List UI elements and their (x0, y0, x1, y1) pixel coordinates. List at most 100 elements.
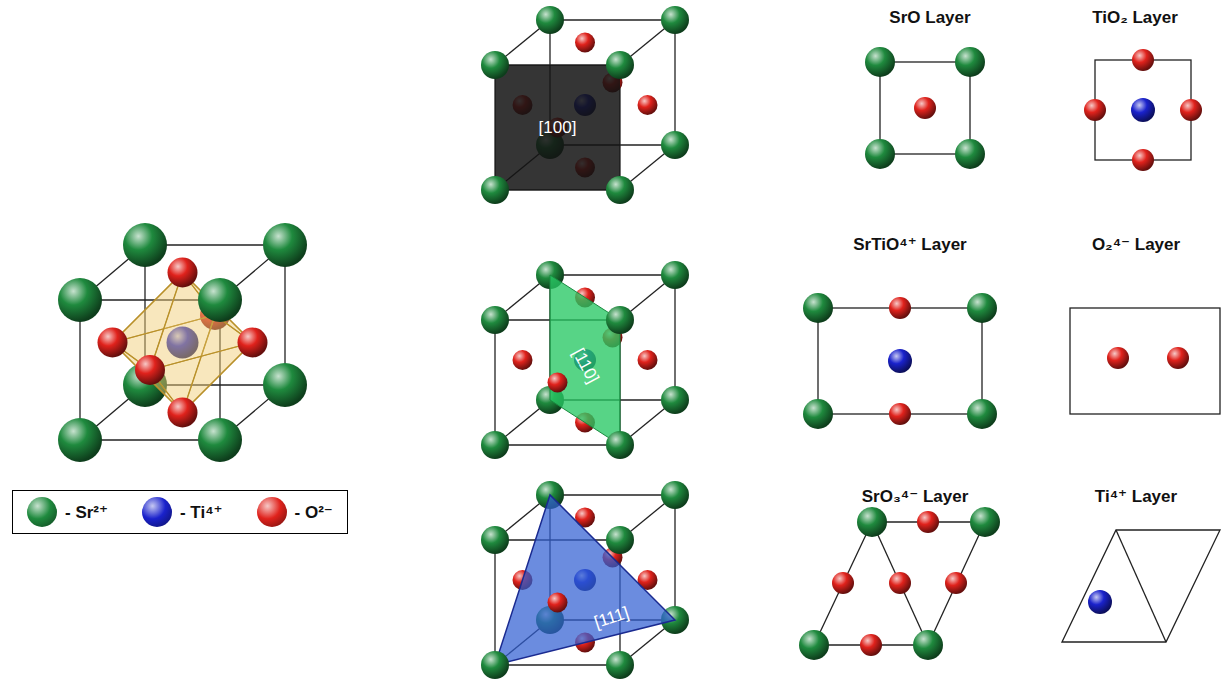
o-atom (832, 572, 854, 594)
cell-edge (550, 494, 675, 495)
o-atom (945, 572, 967, 594)
sr-atom (803, 293, 833, 323)
sr-atom (481, 651, 509, 679)
o-atom (548, 373, 568, 393)
legend-swatch (142, 497, 172, 527)
o-atom (889, 403, 911, 425)
sr-atom (913, 630, 943, 660)
legend-item: - O²⁻ (257, 497, 333, 527)
o-atom (638, 95, 658, 115)
layer-outline (1062, 530, 1220, 642)
unit-cell (58, 223, 307, 462)
plane-110 (550, 275, 620, 445)
o-atom (98, 328, 128, 358)
layer-panel: SrO₃⁴⁻ Layer (795, 484, 1035, 506)
o-atom (1084, 99, 1106, 121)
sr-atom (967, 399, 997, 429)
sr-atom (865, 139, 895, 169)
o-atom (168, 258, 198, 288)
legend-text: - Ti⁴⁺ (180, 502, 223, 523)
layer-outline (880, 62, 970, 154)
sr-atom (955, 47, 985, 77)
sr-atom (857, 507, 887, 537)
layer-title: SrO Layer (889, 8, 970, 28)
o-atom (889, 297, 911, 319)
o-atom (1180, 99, 1202, 121)
sr-atom (481, 526, 509, 554)
legend-swatch (27, 497, 57, 527)
sr-atom (481, 176, 509, 204)
ti-atom (888, 349, 912, 373)
cell-edge (550, 274, 675, 275)
legend-item: - Ti⁴⁺ (142, 497, 223, 527)
sr-atom (58, 418, 102, 462)
sr-atom (481, 51, 509, 79)
layer-drawing (1070, 308, 1220, 414)
plane-100 (495, 65, 620, 190)
sr-atom (606, 431, 634, 459)
sr-atom (803, 399, 833, 429)
legend-text: - O²⁻ (295, 502, 333, 523)
sr-atom (198, 418, 242, 462)
sr-atom (967, 293, 997, 323)
layer-drawing (803, 293, 997, 429)
sr-atom (606, 51, 634, 79)
ti-atom (1131, 98, 1155, 122)
o-atom (238, 328, 268, 358)
sr-atom (123, 223, 167, 267)
octahedron-face (150, 273, 253, 371)
layer-outline (1095, 60, 1191, 160)
cell-edge (674, 20, 675, 145)
layer-drawing (1084, 49, 1202, 171)
sr-atom (661, 131, 689, 159)
cell-edge (550, 19, 675, 20)
cell-edge (674, 275, 675, 400)
plane-label: [100] (539, 118, 577, 138)
sr-atom (606, 651, 634, 679)
sr-atom (606, 176, 634, 204)
layer-title: SrTiO⁴⁺ Layer (853, 234, 966, 255)
sr-atom (606, 526, 634, 554)
o-atom (1132, 149, 1154, 171)
o-atom (860, 634, 882, 656)
o-atom (548, 593, 568, 613)
o-atom (1167, 347, 1189, 369)
layer-title: O₂⁴⁻ Layer (1092, 234, 1180, 255)
layer-title: SrO₃⁴⁻ Layer (862, 486, 969, 507)
plane-111 (495, 495, 675, 665)
sr-atom (263, 223, 307, 267)
sr-atom (198, 278, 242, 322)
ti-atom (1088, 590, 1112, 614)
sr-atom (263, 363, 307, 407)
layer-outline (818, 308, 982, 414)
o-atom (1132, 49, 1154, 71)
sr-atom (865, 47, 895, 77)
layer-panel: TiO₂ Layer (1050, 6, 1220, 52)
cell-edge (495, 664, 620, 665)
unit-cell (481, 261, 689, 459)
o-atom (135, 355, 165, 385)
unit-cell (481, 481, 689, 679)
o-atom (1107, 347, 1129, 369)
sr-atom (661, 386, 689, 414)
cell-edge (674, 495, 675, 620)
layer-panel: SrTiO⁴⁺ Layer (795, 232, 1025, 282)
sr-atom (970, 507, 1000, 537)
legend-text: - Sr²⁺ (65, 502, 108, 523)
sr-atom (606, 306, 634, 334)
legend-swatch (257, 497, 287, 527)
o-atom (917, 511, 939, 533)
legend-box: - Sr²⁺ - Ti⁴⁺ - O²⁻ (12, 490, 348, 534)
sr-atom (661, 481, 689, 509)
layer-drawing (1062, 530, 1220, 642)
sr-atom (661, 6, 689, 34)
sr-atom (799, 630, 829, 660)
layer-drawing (799, 507, 1000, 660)
sr-atom (481, 306, 509, 334)
o-atom (638, 350, 658, 370)
o-atom (575, 33, 595, 53)
unit-cell (481, 6, 689, 204)
layer-panel: Ti⁴⁺ Layer (1048, 484, 1224, 514)
layer-drawing (865, 47, 985, 169)
